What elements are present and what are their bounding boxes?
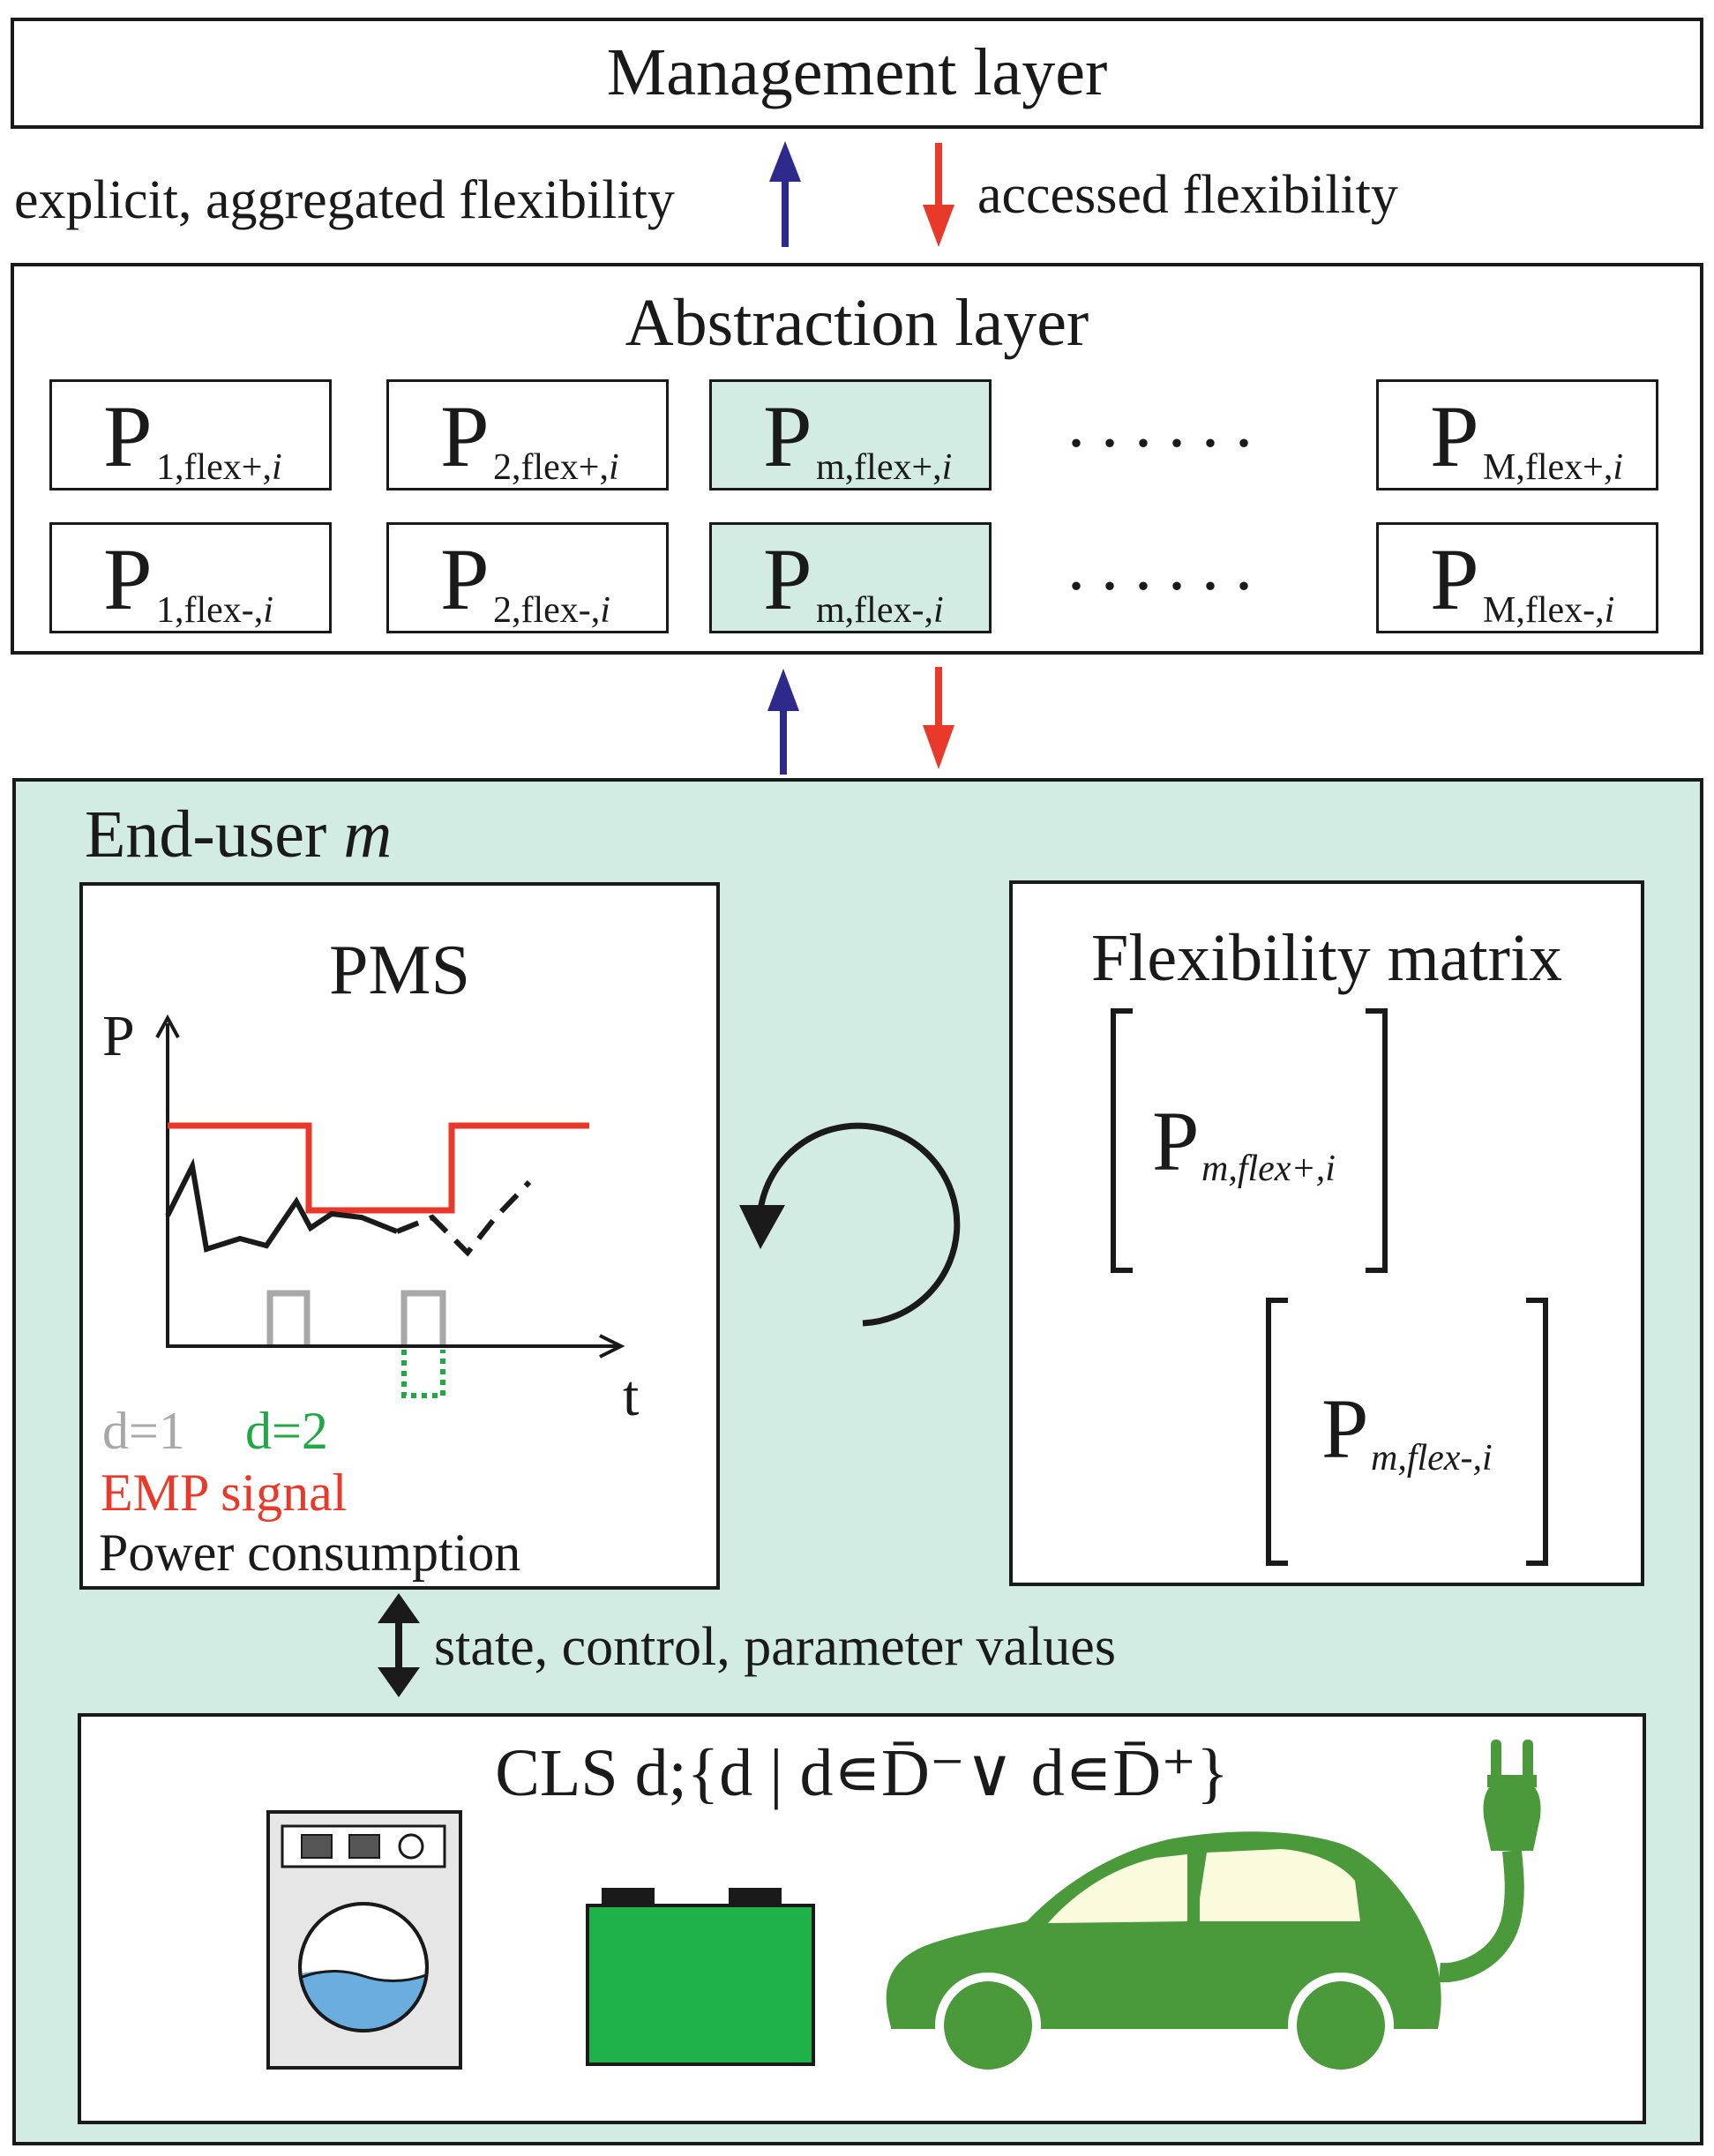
ellipsis-plus: ...... xyxy=(1067,385,1269,462)
emp-signal-line xyxy=(168,1122,589,1214)
matrix-bracket-plus xyxy=(1111,1008,1388,1273)
d1-pulse-1 xyxy=(266,1290,311,1344)
end-user-title: End-user m xyxy=(85,797,393,872)
electric-car-icon xyxy=(886,1740,1541,2078)
ellipsis-minus: ...... xyxy=(1067,528,1269,605)
p-symbol: P xyxy=(103,530,153,628)
p-subscript: m,flex-,i xyxy=(816,590,944,631)
p-symbol: P xyxy=(103,387,153,485)
p-symbol: P xyxy=(1430,530,1479,628)
up-arrow-top xyxy=(769,141,801,247)
p-1-flex-plus-cell: P 1,flex+,i xyxy=(49,379,332,490)
state-control-parameter-label: state, control, parameter values xyxy=(434,1617,1116,1677)
p-M-flex-plus-cell: P M,flex+,i xyxy=(1376,379,1658,490)
power-consumption-line xyxy=(165,1157,399,1253)
p-m-flex-plus-cell: P m,flex+,i xyxy=(709,379,992,490)
cls-title: CLS d;{d | d∊D̄⁻∨ d∊D̄⁺} xyxy=(495,1736,1229,1810)
cycle-arrow-icon xyxy=(739,1122,961,1327)
p-symbol: P xyxy=(1430,387,1479,485)
bidirectional-arrow-icon xyxy=(378,1593,420,1697)
p-subscript: 2,flex+,i xyxy=(493,447,619,488)
down-arrow-middle xyxy=(923,667,954,769)
p-1-flex-minus-cell: P 1,flex-,i xyxy=(49,522,332,633)
aggregated-flexibility-label: explicit, aggregated flexibility xyxy=(14,170,675,230)
washing-machine-icon xyxy=(266,1810,462,2070)
down-arrow-top xyxy=(923,143,954,247)
p-2-flex-minus-cell: P 2,flex-,i xyxy=(386,522,669,633)
legend-power-consumption: Power consumption xyxy=(99,1523,521,1582)
p-symbol: P xyxy=(440,387,490,485)
pms-x-axis-label: t xyxy=(623,1364,640,1428)
pms-axes xyxy=(155,1014,625,1359)
p-subscript: m,flex+,i xyxy=(816,447,953,488)
d1-pulse-2 xyxy=(400,1290,446,1344)
flexibility-matrix-title: Flexibility matrix xyxy=(1090,921,1563,995)
p-subscript: M,flex+,i xyxy=(1483,447,1623,488)
pms-y-axis-label: P xyxy=(102,1004,135,1068)
matrix-entry-plus-symbol: P xyxy=(1152,1094,1200,1188)
accessed-flexibility-label: accessed flexibility xyxy=(977,165,1398,225)
abstraction-layer-title: Abstraction layer xyxy=(625,286,1089,360)
legend-d2: d=2 xyxy=(245,1402,328,1460)
p-subscript: M,flex-,i xyxy=(1483,590,1615,631)
legend-d1: d=1 xyxy=(102,1402,185,1460)
pms-box: PMS xyxy=(79,882,720,1590)
matrix-entry-minus-subscript: m,flex-,i xyxy=(1371,1438,1493,1479)
p-subscript: 1,flex+,i xyxy=(156,447,282,488)
d2-pulse xyxy=(401,1350,445,1398)
up-arrow-middle xyxy=(767,669,799,775)
p-subscript: 1,flex-,i xyxy=(156,590,273,631)
p-symbol: P xyxy=(440,530,490,628)
matrix-entry-plus-subscript: m,flex+,i xyxy=(1201,1149,1336,1189)
matrix-entry-minus-symbol: P xyxy=(1321,1381,1369,1476)
p-symbol: P xyxy=(763,387,812,485)
p-M-flex-minus-cell: P M,flex-,i xyxy=(1376,522,1658,633)
p-2-flex-plus-cell: P 2,flex+,i xyxy=(386,379,669,490)
power-consumption-forecast-line xyxy=(395,1179,532,1257)
pms-title: PMS xyxy=(328,932,471,1009)
battery-icon xyxy=(586,1888,815,2066)
matrix-bracket-minus xyxy=(1266,1298,1548,1566)
management-layer-box: Management layer xyxy=(11,18,1703,129)
p-symbol: P xyxy=(763,530,812,628)
legend-emp-signal: EMP signal xyxy=(101,1464,348,1522)
management-layer-title: Management layer xyxy=(606,35,1108,109)
p-subscript: 2,flex-,i xyxy=(493,590,610,631)
p-m-flex-minus-cell: P m,flex-,i xyxy=(709,522,992,633)
